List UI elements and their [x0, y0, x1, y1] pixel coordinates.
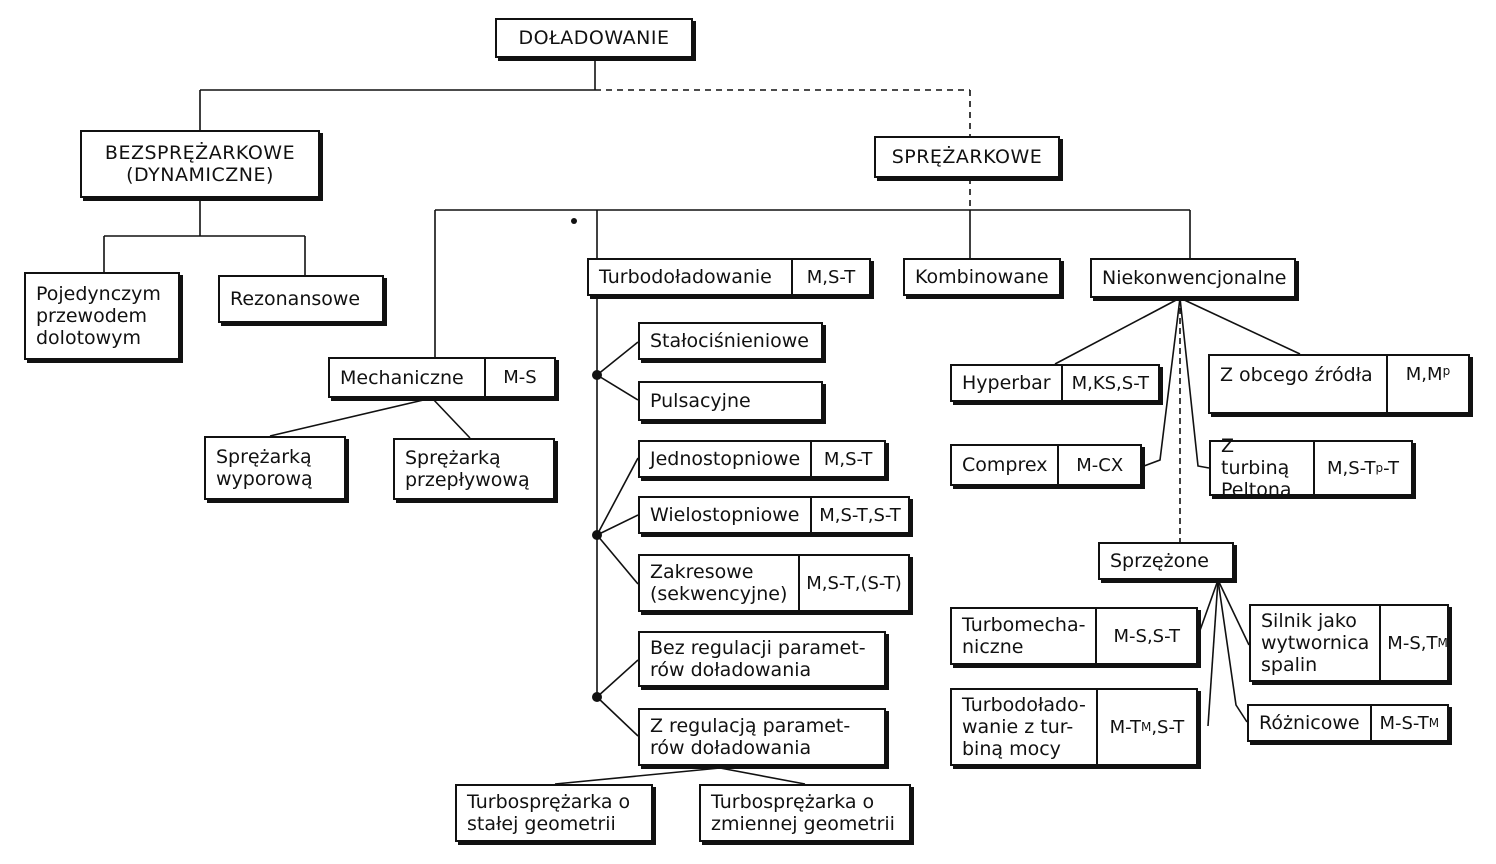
node-label: Turbomecha- niczne	[962, 614, 1086, 658]
node-label: Hyperbar	[962, 372, 1051, 394]
node-label: Sprzężone	[1110, 550, 1209, 572]
code-sub: M	[1437, 636, 1448, 650]
node-label: SPRĘŻARKOWE	[891, 146, 1043, 168]
node-comprex: Comprex M-CX	[950, 444, 1142, 486]
node-label: Stałociśnieniowe	[650, 330, 809, 352]
node-label: Turbosprężarka o stałej geometrii	[467, 791, 631, 835]
node-z-regulacja: Z regulacją paramet- rów doładowania	[638, 708, 886, 766]
node-kombinowane: Kombinowane	[903, 258, 1061, 296]
node-label: Turbodoładowanie	[599, 266, 772, 288]
node-label: Rezonansowe	[230, 288, 361, 310]
node-stalocisnieniowe: Stałociśnieniowe	[638, 322, 823, 360]
node-hyperbar: Hyperbar M,KS,S-T	[950, 364, 1160, 402]
node-zakresowe: Zakresowe (sekwencyjne) M,S-T,(S-T)	[638, 554, 910, 612]
node-label: Turbodołado- wanie z tur- biną mocy	[962, 694, 1086, 760]
node-code: M,S-T,(S-T)	[798, 556, 908, 610]
node-label: Turbosprężarka o zmiennej geometrii	[711, 791, 895, 835]
code-main: M,M	[1405, 364, 1443, 385]
node-label: Kombinowane	[915, 266, 1049, 288]
node-label: Z obcego źródła	[1220, 364, 1373, 386]
node-label: BEZSPRĘŻARKOWE (DYNAMICZNE)	[104, 142, 296, 186]
node-code: M,S-T	[810, 442, 884, 476]
node-sprezarka-przeplywowa: Sprężarką przepływową	[393, 438, 555, 500]
node-code: M,S-T,S-T	[810, 498, 908, 532]
code-main: M-T	[1109, 716, 1141, 738]
node-label: Wielostopniowe	[650, 504, 800, 526]
node-label: Różnicowe	[1259, 712, 1360, 734]
code-tail: -T	[1383, 457, 1399, 479]
code-main: M-S-T	[1379, 712, 1429, 734]
node-zmienna-geometria: Turbosprężarka o zmiennej geometrii	[699, 784, 911, 842]
node-label: Jednostopniowe	[650, 448, 801, 470]
node-mechaniczne: Mechaniczne M-S	[328, 357, 556, 398]
node-pulsacyjne: Pulsacyjne	[638, 381, 823, 421]
node-code: M,S-T	[791, 260, 869, 294]
node-label: Pojedynczym przewodem dolotowym	[36, 283, 161, 349]
node-bez-regulacji: Bez regulacji paramet- rów doładowania	[638, 631, 886, 687]
node-pojedynczym-przewodem: Pojedynczym przewodem dolotowym	[24, 272, 180, 360]
node-code: M-CX	[1057, 446, 1140, 484]
node-label: Silnik jako wytwornica spalin	[1261, 610, 1370, 676]
node-label: Z turbiną Peltona	[1221, 435, 1292, 501]
node-label: Zakresowe (sekwencyjne)	[650, 561, 788, 605]
node-label: Sprężarką przepływową	[405, 447, 530, 491]
node-sprezarka-wyporowa: Sprężarką wyporową	[204, 436, 346, 500]
node-code: M,KS,S-T	[1060, 366, 1158, 400]
code-main: M-S,T	[1387, 632, 1438, 654]
node-label: Niekonwencjonalne	[1102, 267, 1287, 289]
code-main: M,S-T	[1327, 457, 1376, 479]
code-sub: M	[1140, 720, 1152, 734]
node-label: Pulsacyjne	[650, 390, 751, 412]
code-sub: p	[1375, 461, 1384, 475]
node-doladowanie: DOŁADOWANIE	[495, 18, 693, 58]
node-niekonwencjonalne: Niekonwencjonalne	[1090, 258, 1296, 298]
node-label: DOŁADOWANIE	[518, 27, 670, 49]
node-label: Bez regulacji paramet- rów doładowania	[650, 637, 866, 681]
node-sprezarkowe: SPRĘŻARKOWE	[874, 136, 1060, 178]
node-turbodoladowanie: Turbodoładowanie M,S-T	[587, 258, 871, 296]
node-sprzezone: Sprzężone	[1098, 542, 1234, 580]
code-tail: ,S-T	[1151, 716, 1185, 738]
node-code: M-S,S-T	[1095, 609, 1196, 663]
code-sub: M	[1428, 716, 1440, 730]
node-wielostopniowe: Wielostopniowe M,S-T,S-T	[638, 496, 910, 534]
node-code: M-S	[484, 359, 554, 396]
node-label: Z regulacją paramet- rów doładowania	[650, 715, 851, 759]
node-label: Mechaniczne	[340, 366, 464, 389]
node-bezsprezarkowe: BEZSPRĘŻARKOWE (DYNAMICZNE)	[80, 130, 320, 198]
node-label: Comprex	[962, 454, 1048, 476]
node-jednostopniowe: Jednostopniowe M,S-T	[638, 440, 886, 478]
node-rezonansowe: Rezonansowe	[218, 275, 384, 323]
node-stala-geometria: Turbosprężarka o stałej geometrii	[455, 784, 653, 842]
node-label: Sprężarką wyporową	[216, 446, 313, 490]
code-sub: p	[1442, 364, 1451, 378]
node-turbomechaniczne: Turbomecha- niczne M-S,S-T	[950, 607, 1198, 665]
